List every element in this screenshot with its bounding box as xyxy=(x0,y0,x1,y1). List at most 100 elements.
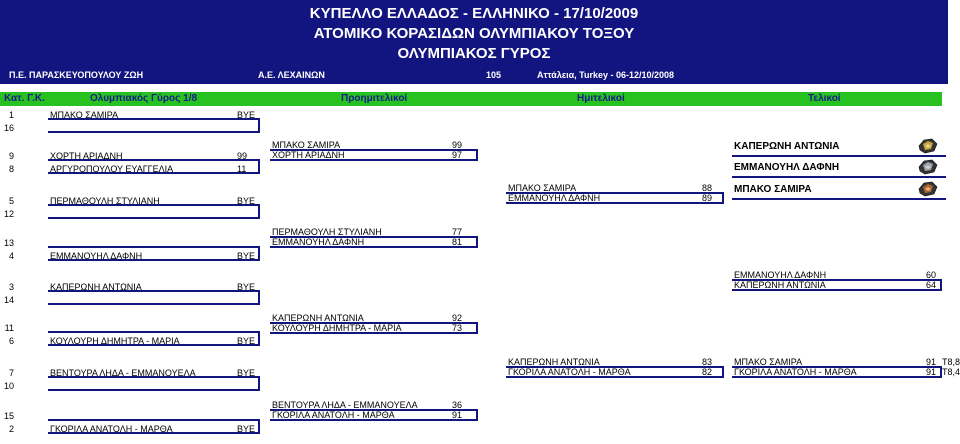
player-score: 89 xyxy=(702,193,713,203)
seed-number: 10 xyxy=(3,381,14,391)
player-name: ΕΜΜΑΝΟΥΗΛ ΔΑΦΝΗ xyxy=(734,270,827,280)
bracket-line xyxy=(48,419,258,421)
player-score: 99 xyxy=(452,140,463,150)
bracket-line xyxy=(48,118,258,120)
player-name: ΚΑΠΕΡΩΝΗ ΑΝΤΩΝΙΑ xyxy=(508,357,600,367)
seed-number: 16 xyxy=(3,123,14,133)
podium-line xyxy=(732,198,946,200)
player-name: ΕΜΜΑΝΟΥΗΛ ΔΑΦΝΗ xyxy=(508,193,601,203)
round-label-final: Τελικοί xyxy=(808,93,841,104)
bracket-line xyxy=(48,259,258,261)
bracket-line xyxy=(48,432,258,434)
seed-number: 9 xyxy=(8,151,14,161)
bracket-line xyxy=(48,172,258,174)
player-name: ΕΜΜΑΝΟΥΗΛ ΔΑΦΝΗ xyxy=(50,251,143,261)
bracket-connector xyxy=(476,149,478,161)
tiebreak-score: T8,8 xyxy=(942,357,960,367)
round-label-qf: Προημιτελικοί xyxy=(341,93,408,104)
bracket-line xyxy=(48,331,258,333)
bracket-connector xyxy=(940,366,942,378)
bracket-line xyxy=(48,159,258,161)
record-score: 105 xyxy=(486,70,502,80)
seed-number: 14 xyxy=(3,295,14,305)
round-label-sf: Ημιτελικοί xyxy=(577,93,625,104)
seed-number: 5 xyxy=(8,196,14,206)
podium-line xyxy=(732,176,946,178)
bracket-line xyxy=(270,409,476,411)
seed-number: 6 xyxy=(8,336,14,346)
seed-number: 12 xyxy=(3,209,14,219)
bracket-connector xyxy=(258,331,260,346)
player-name: ΜΠΑΚΟ ΣΑΜΙΡΑ xyxy=(50,110,119,120)
gold-medal-icon xyxy=(918,138,938,154)
player-score: BYE xyxy=(237,368,256,378)
player-score: 91 xyxy=(926,357,937,367)
bracket-line xyxy=(270,322,476,324)
bracket-line xyxy=(270,332,476,334)
bracket-line xyxy=(270,246,476,248)
podium-name: ΕΜΜΑΝΟΥΗΛ ΔΑΦΝΗ xyxy=(734,162,840,173)
player-name: ΧΟΡΤΗ ΑΡΙΑΔΝΗ xyxy=(50,151,123,161)
player-score: 97 xyxy=(452,150,463,160)
player-score: 36 xyxy=(452,400,463,410)
player-name: ΑΡΓΥΡΟΠΟΥΛΟΥ ΕΥΑΓΓΕΛΙΑ xyxy=(50,164,174,174)
seed-number: 8 xyxy=(8,164,14,174)
bracket-line xyxy=(48,217,258,219)
bracket-line xyxy=(48,131,258,133)
page-header: ΚΥΠΕΛΛΟ ΕΛΛΑΔΟΣ - ΕΛΛΗΝΙΚΟ - 17/10/2009 … xyxy=(0,0,948,66)
player-name: ΓΚΟΡΙΛΑ ΑΝΑΤΟΛΗ - ΜΑΡΘΑ xyxy=(508,367,631,377)
player-score: 99 xyxy=(237,151,248,161)
player-name: ΚΑΠΕΡΩΝΗ ΑΝΤΩΝΙΑ xyxy=(734,280,826,290)
player-name: ΠΕΡΜΑΘΟΥΛΗ ΣΤΥΛΙΑΝΗ xyxy=(272,227,382,237)
player-score: 91 xyxy=(926,367,937,377)
player-score: 82 xyxy=(702,367,713,377)
ae-record: Α.Ε. ΛΕΧΑΙΝΩΝ xyxy=(258,70,325,80)
seed-number: 3 xyxy=(8,282,14,292)
player-name: ΓΚΟΡΙΛΑ ΑΝΑΤΟΛΗ - ΜΑΡΘΑ xyxy=(272,410,395,420)
player-score: BYE xyxy=(237,196,256,206)
bracket-connector xyxy=(258,246,260,261)
record-info-bar: Π.Ε. ΠΑΡΑΣΚΕΥΟΠΟΥΛΟΥ ΖΩΗ Α.Ε. ΛΕΧΑΙΝΩΝ 1… xyxy=(0,66,948,84)
player-score: 91 xyxy=(452,410,463,420)
bracket-connector xyxy=(940,279,942,291)
player-name: ΚΟΥΛΟΥΡΗ ΔΗΜΗΤΡΑ - ΜΑΡΙΑ xyxy=(272,323,402,333)
player-score: 92 xyxy=(452,313,463,323)
bracket-connector xyxy=(476,322,478,334)
seed-number: 1 xyxy=(8,110,14,120)
tiebreak-score: T8,4 xyxy=(942,367,960,377)
player-name: ΕΜΜΑΝΟΥΗΛ ΔΑΦΝΗ xyxy=(272,237,365,247)
bracket-line xyxy=(48,246,258,248)
bracket-connector xyxy=(258,159,260,174)
bracket-connector xyxy=(258,419,260,434)
player-score: 60 xyxy=(926,270,937,280)
round-label-r16: Ολυμπιακός Γύρος 1/8 xyxy=(90,93,198,104)
player-name: ΚΟΥΛΟΥΡΗ ΔΗΜΗΤΡΑ - ΜΑΡΙΑ xyxy=(50,336,180,346)
bracket-line xyxy=(270,236,476,238)
player-name: ΜΠΑΚΟ ΣΑΜΙΡΑ xyxy=(734,357,803,367)
player-name: ΓΚΟΡΙΛΑ ΑΝΑΤΟΛΗ - ΜΑΡΘΑ xyxy=(50,424,173,434)
player-name: ΒΕΝΤΟΥΡΑ ΛΗΔΑ - ΕΜΜΑΝΟΥΕΛΑ xyxy=(272,400,418,410)
seed-number: 4 xyxy=(8,251,14,261)
bracket-line xyxy=(732,289,940,291)
bracket-line xyxy=(506,192,722,194)
pe-record: Π.Ε. ΠΑΡΑΣΚΕΥΟΠΟΥΛΟΥ ΖΩΗ xyxy=(9,70,144,80)
seed-number: 13 xyxy=(3,238,14,248)
player-score: 88 xyxy=(702,183,713,193)
category-label: Κατ. Γ.Κ. xyxy=(4,93,45,104)
player-score: BYE xyxy=(237,336,256,346)
player-name: ΠΕΡΜΑΘΟΥΛΗ ΣΤΥΛΙΑΝΗ xyxy=(50,196,160,206)
bracket-line xyxy=(48,344,258,346)
seed-number: 2 xyxy=(8,424,14,434)
bracket-line xyxy=(48,204,258,206)
player-score: BYE xyxy=(237,251,256,261)
player-name: ΒΕΝΤΟΥΡΑ ΛΗΔΑ - ΕΜΜΑΝΟΥΕΛΑ xyxy=(50,368,196,378)
seed-number: 7 xyxy=(8,368,14,378)
bracket-connector xyxy=(258,204,260,219)
bracket-line xyxy=(270,149,476,151)
title-line-1: ΚΥΠΕΛΛΟ ΕΛΛΑΔΟΣ - ΕΛΛΗΝΙΚΟ - 17/10/2009 xyxy=(309,5,639,22)
player-score: 77 xyxy=(452,227,463,237)
player-score: 83 xyxy=(702,357,713,367)
bracket-line xyxy=(732,366,940,368)
record-location: Αττάλεια, Turkey - 06-12/10/2008 xyxy=(537,70,675,80)
bracket-connector xyxy=(476,236,478,248)
